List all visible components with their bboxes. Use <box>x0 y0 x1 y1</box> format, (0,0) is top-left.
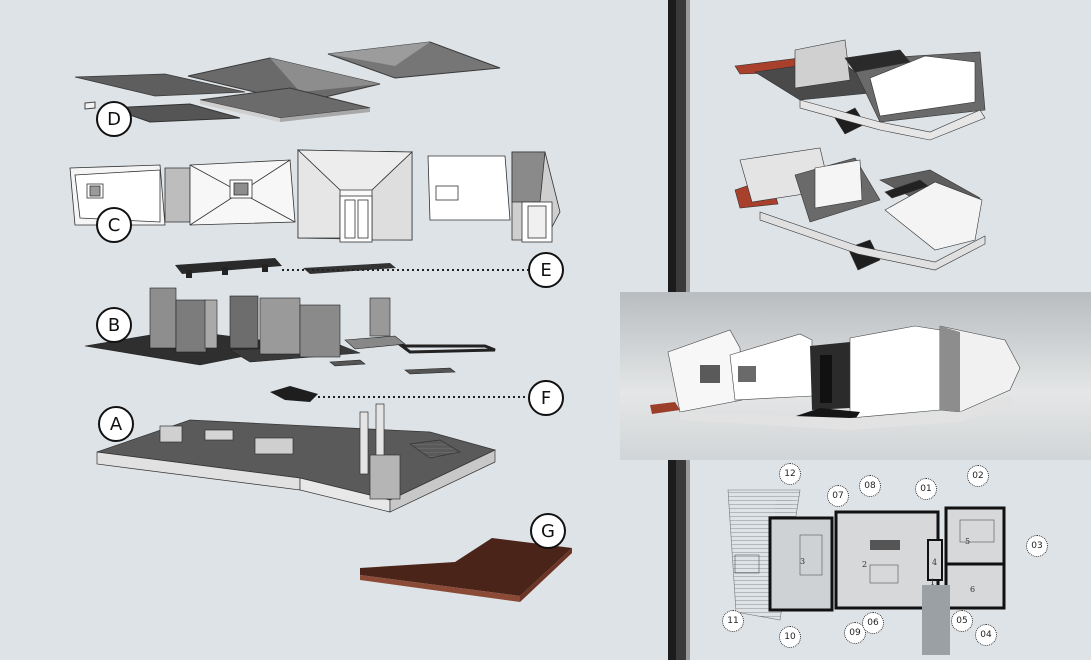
room-number-1: 1 <box>930 578 936 587</box>
plan-marker-12: 12 <box>779 463 801 485</box>
plan-marker-03: 03 <box>1026 535 1048 557</box>
callout-b: B <box>96 307 132 343</box>
room-number-6: 6 <box>970 585 976 594</box>
plan-marker-10: 10 <box>779 626 801 648</box>
callout-e: E <box>528 252 564 288</box>
room-number-5: 5 <box>965 537 971 546</box>
callout-f: F <box>528 380 564 416</box>
layer-g-terrace <box>360 538 572 602</box>
plan-marker-02: 02 <box>967 465 989 487</box>
plan-marker-04: 04 <box>975 624 997 646</box>
perspective-render <box>620 292 1091 460</box>
callout-c: C <box>96 207 132 243</box>
callout-a: A <box>98 406 134 442</box>
plan-marker-11: 11 <box>722 610 744 632</box>
layer-c-facade-panels <box>69 149 561 243</box>
callout-d: D <box>96 101 132 137</box>
layer-e-beams <box>175 258 528 278</box>
axonometric-view-top <box>734 39 986 141</box>
layer-b-walls <box>84 287 496 375</box>
layer-f-stair <box>270 386 528 402</box>
plan-marker-08: 08 <box>859 475 881 497</box>
callout-g: G <box>530 513 566 549</box>
room-number-2: 2 <box>862 560 868 569</box>
room-number-3: 3 <box>800 557 806 566</box>
layer-d-roofs <box>74 41 501 123</box>
room-number-4: 4 <box>932 558 938 567</box>
axonometric-view-middle <box>734 147 986 271</box>
plan-marker-06: 06 <box>862 612 884 634</box>
plan-marker-05: 05 <box>951 610 973 632</box>
plan-marker-01: 01 <box>915 478 937 500</box>
plan-marker-09: 09 <box>844 622 866 644</box>
floor-plan <box>727 489 1006 655</box>
plan-marker-07: 07 <box>827 485 849 507</box>
layer-a-base <box>96 403 496 513</box>
